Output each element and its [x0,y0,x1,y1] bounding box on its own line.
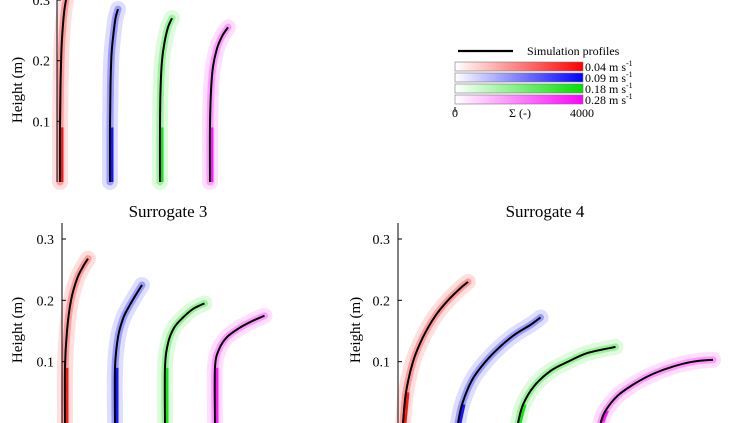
panel-surrogate-4: Surrogate 4 Height (m) 0.1 0.2 0.3 [348,202,721,423]
measurement-stem [601,410,609,423]
simulation-profile-line [63,258,89,423]
simulation-profile-line [113,284,143,423]
y-tick-label: 0.2 [33,55,51,70]
measurement-stem [403,392,410,423]
y-tick-label: 0.3 [33,0,51,9]
panel-surrogate-4-ticks: 0.1 0.2 0.3 [373,233,402,371]
panel-surrogate-4-ylabel: Height (m) [348,297,364,363]
panel-surrogate-3-title: Surrogate 3 [129,202,208,221]
measurement-stem [458,404,466,423]
legend-entry-sup: -1 [626,70,633,79]
simulation-profile-line [208,26,229,183]
panel-surrogate-3-ticks: 0.1 0.2 0.3 [37,233,66,371]
y-tick-label: 0.1 [33,115,51,130]
panel-top-left-ylabel: Height (m) [10,57,26,123]
legend-colorbar [454,72,584,83]
y-tick-label: 0.1 [37,356,55,371]
simulation-profile-line [58,0,67,183]
legend-scale-max: 4000 [570,106,594,120]
legend-entry-label: 0.28 m s-1 [585,92,633,107]
simulation-profile-line [457,316,542,423]
y-tick-label: 0.2 [373,294,391,309]
measurement-plume-band [156,295,213,423]
y-tick-label: 0.2 [37,294,55,309]
simulation-profile-line [402,281,469,423]
simulation-profile-line [213,314,265,423]
legend-entry-sup: -1 [626,81,633,90]
legend-entry-label: 0.04 m s-1 [585,59,633,74]
legend-title: Simulation profiles [527,44,620,58]
simulation-profile-line [108,8,119,183]
y-tick-label: 0.3 [373,233,391,248]
legend-scale-min: 0 [452,106,458,120]
legend-colorbar [454,83,584,94]
legend-entry-sup: -1 [626,92,633,101]
y-tick-label: 0.1 [373,356,391,371]
legend-scale-label: Σ (-) [509,106,531,120]
legend-colorbar [454,94,584,105]
simulation-profile-line [599,358,714,423]
legend-entry-sup: -1 [626,59,633,68]
legend-entry-label: 0.18 m s-1 [585,81,633,96]
measurement-stem [518,404,527,423]
panel-surrogate-4-title: Surrogate 4 [506,202,585,221]
panel-surrogate-3: Surrogate 3 Height (m) 0.1 0.2 0.3 [10,202,273,423]
simulation-profile-line [163,302,205,423]
simulation-profile-line [517,345,616,423]
panel-surrogate-3-marks [56,250,273,423]
legend-colorbars: 0.04 m s-10.09 m s-10.18 m s-10.28 m s-1 [454,59,633,107]
panel-top-left-ticks: 0.1 0.2 0.3 [33,0,61,130]
panel-top-left: Height (m) 0.1 0.2 0.3 [10,0,236,190]
simulation-profile-line [158,17,173,183]
y-tick-label: 0.3 [37,233,55,248]
legend: Simulation profiles 0.04 m s-10.09 m s-1… [452,44,633,120]
panel-surrogate-3-ylabel: Height (m) [10,297,26,363]
panel-top-left-marks [51,0,236,190]
legend-entry-label: 0.09 m s-1 [585,70,633,85]
legend-colorbar [454,61,584,72]
panel-surrogate-4-marks [395,273,721,423]
